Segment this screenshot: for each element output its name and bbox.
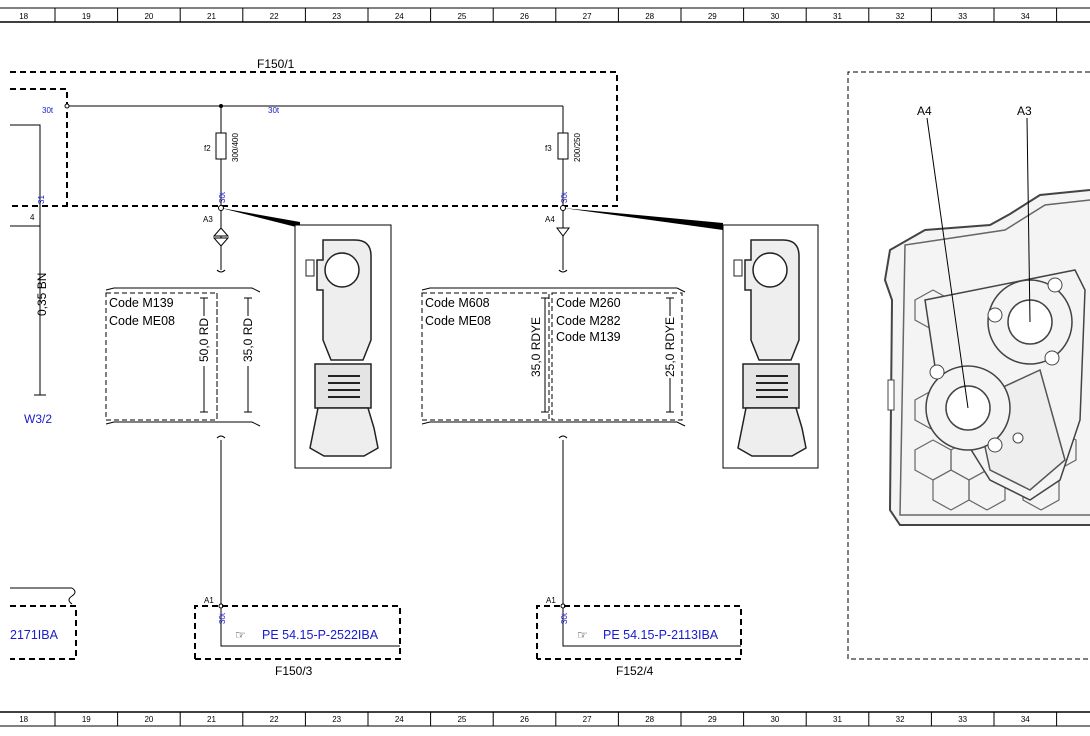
box-f150-3-label: F150/3 [275,664,313,678]
location-a4-label: A4 [917,104,932,118]
left-pin-4: 4 [30,213,35,222]
ruler-number: 21 [207,715,216,724]
ruler-number: 33 [958,12,967,21]
code-left-1: Code M139 [109,296,174,310]
location-a3-label: A3 [1017,104,1032,118]
wire-35rdye-label: 35,0 RDYE [529,317,543,377]
box-f150-1-label: F150/1 [257,57,295,71]
ruler-number: 26 [520,715,529,724]
ruler-number: 28 [645,12,654,21]
fuse-f3-terminal: 30t [560,191,569,203]
ruler-number: 22 [270,12,279,21]
fuse-f2: f2 300/400 30t [204,106,240,211]
connector-a4: A4 [545,208,723,273]
wire-50rd-label: 50,0 RD [197,318,211,362]
bottom-partial-box: 2171IBA [10,587,77,660]
ruler-number: 24 [395,715,404,724]
fuse-f2-rating: 300/400 [231,133,240,162]
connector-drawing-a3 [294,224,392,469]
left-wire-label: 0,35 BN [35,273,49,316]
pointing-hand-icon: ☞ [577,628,588,642]
ruler-number: 28 [645,715,654,724]
top-ruler: 18 19 20 21 22 23 24 25 26 27 28 29 30 31 32 33 34 [0,7,1090,23]
ruler-number: 20 [144,715,153,724]
ruler-number: 18 [19,715,28,724]
ref-link-1[interactable]: PE 54.15-P-2522IBA [262,628,379,642]
ruler-number: 26 [520,12,529,21]
connector-a1-left: A1 [204,596,214,605]
code-left-2: Code ME08 [109,314,175,328]
ruler-number: 33 [958,715,967,724]
box-f152-4-label: F152/4 [616,664,654,678]
ruler-number: 20 [144,12,153,21]
box-f150-3: A1 30t ☞ PE 54.15-P-2522IBA F150/3 [194,596,401,678]
code-mid-2: Code ME08 [425,314,491,328]
box-f150-3-terminal: 30t [218,612,227,624]
fuse-f3-rating: 200/250 [573,133,582,162]
ruler-number: 25 [457,12,466,21]
ruler-number: 18 [19,12,28,21]
bus-terminal-mid: 30t [268,106,280,115]
code-group-right: Code M608 Code ME08 Code M260 Code M282 … [421,287,686,606]
connector-drawing-a4 [722,224,819,469]
connector-a4-label: A4 [545,215,555,224]
left-destination[interactable]: W3/2 [24,412,52,426]
ruler-number: 27 [583,715,592,724]
ruler-number: 23 [332,715,341,724]
ruler-number: 31 [833,715,842,724]
ruler-number: 23 [332,12,341,21]
ruler-number: 22 [270,715,279,724]
code-group-left: Code M139 Code ME08 50,0 RD 35,0 RD [105,287,261,606]
connector-a3: A3 [203,208,300,273]
ruler-number: 31 [833,12,842,21]
box-f150-1: F150/1 [10,57,618,207]
ruler-number: 30 [770,12,779,21]
bus-terminal-left: 30t [42,106,54,115]
ruler-number: 29 [708,715,717,724]
ruler-number: 29 [708,12,717,21]
ruler-number: 19 [82,12,91,21]
ruler-number: 30 [770,715,779,724]
connector-a1-right: A1 [546,596,556,605]
code-right-3: Code M139 [556,330,621,344]
ruler-number: 27 [583,12,592,21]
fuse-f2-name: f2 [204,144,211,153]
ruler-number: 24 [395,12,404,21]
ruler-number: 19 [82,715,91,724]
connector-a3-label: A3 [203,215,213,224]
ruler-number: 34 [1021,12,1030,21]
wire-35rd-label: 35,0 RD [241,318,255,362]
ruler-number: 34 [1021,715,1030,724]
box-f152-4-terminal: 30t [560,612,569,624]
ruler-number: 32 [896,12,905,21]
terminal-31: 31 [37,195,46,204]
fuse-f3: f3 200/250 30t [545,106,582,211]
code-mid-1: Code M608 [425,296,490,310]
ref-link-2[interactable]: PE 54.15-P-2113IBA [603,628,719,642]
left-small-box [10,88,68,206]
bottom-ruler: 18 19 20 21 22 23 24 25 26 27 28 29 30 31 32 33 34 [0,711,1090,727]
ruler-number: 32 [896,715,905,724]
wire-25rdye-label: 25,0 RDYE [663,317,677,377]
fuse-f3-name: f3 [545,144,552,153]
ruler-number: 21 [207,12,216,21]
ref-link-partial[interactable]: 2171IBA [10,628,59,642]
box-f152-4: A1 30t ☞ PE 54.15-P-2113IBA F152/4 [536,596,742,678]
code-right-2: Code M282 [556,314,621,328]
ruler-number: 25 [457,715,466,724]
pointing-hand-icon: ☞ [235,628,246,642]
code-right-1: Code M260 [556,296,621,310]
location-panel: A4 A3 [847,71,1090,660]
fuse-f2-terminal: 30t [218,191,227,203]
